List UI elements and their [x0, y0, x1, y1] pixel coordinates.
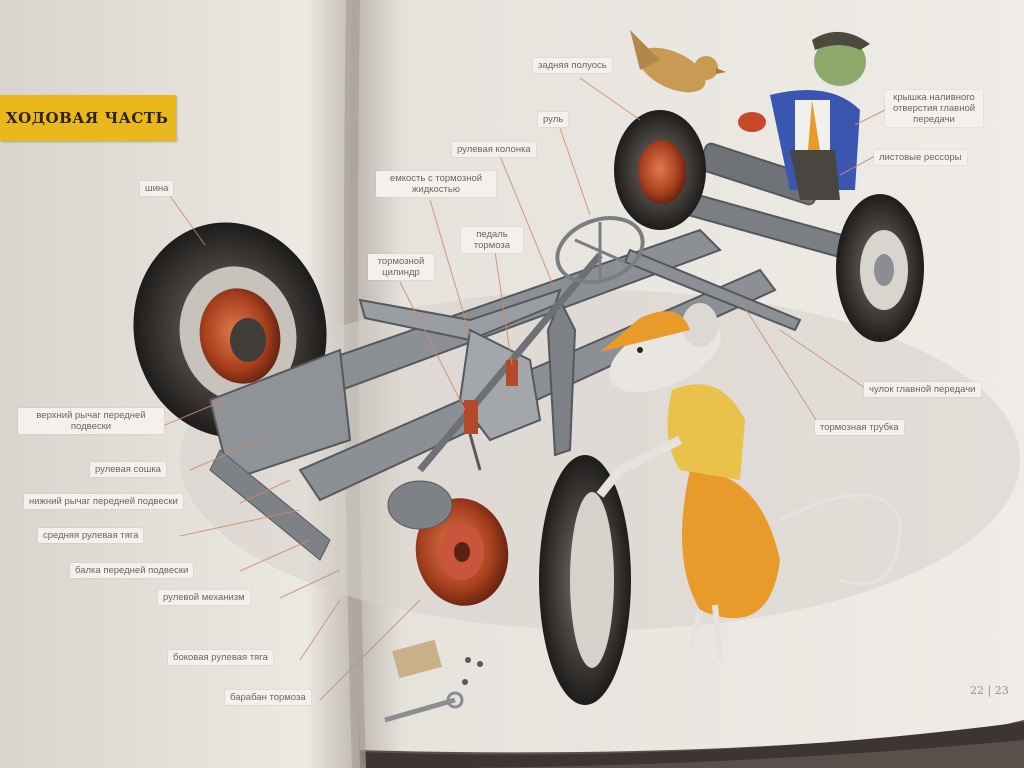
label-leaf-springs: листовые рессоры	[874, 150, 967, 165]
label-brake-tube: тормозная трубка	[815, 420, 904, 435]
label-pitman-arm: рулевая сошка	[90, 462, 166, 477]
brake-drum	[387, 480, 509, 606]
label-final-drive-sleeve: чулок главной передачи	[864, 382, 981, 397]
label-brake-pedal: педаль тормоза	[461, 227, 523, 253]
label-tire: шина	[140, 181, 174, 196]
book-edge	[360, 722, 1024, 768]
label-brake-drum: барабан тормоза	[225, 690, 311, 705]
rear-wheels	[614, 110, 924, 342]
label-steering-column: рулевая колонка	[452, 142, 536, 157]
label-front-beam: балка передней подвески	[70, 563, 194, 578]
label-steering-gear: рулевой механизм	[158, 590, 250, 605]
bird	[630, 30, 726, 93]
ground-shadow	[180, 290, 1020, 630]
label-side-tie-rod: боковая рулевая тяга	[168, 650, 273, 665]
frog-mechanic	[738, 31, 870, 200]
label-brake-cylinder: тормозной цилиндр	[368, 254, 434, 280]
loose-wheel	[539, 455, 631, 705]
label-upper-arm: верхний рычаг передней подвески	[18, 408, 164, 434]
pedal-parts	[464, 360, 518, 471]
label-lower-arm: нижний рычаг передней подвески	[24, 494, 183, 509]
tools	[384, 639, 483, 723]
front-left-wheel	[133, 222, 352, 561]
label-steering-wheel: руль	[538, 112, 569, 127]
leader-lines	[164, 77, 886, 701]
label-center-link: средняя рулевая тяга	[38, 528, 144, 543]
mouse-mechanic	[596, 303, 902, 661]
page-numbers: 22 | 23	[970, 684, 1009, 697]
section-title-banner: ХОДОВАЯ ЧАСТЬ	[0, 95, 176, 141]
label-filler-cap: крышка наливного отверстия главной перед…	[885, 90, 983, 127]
label-rear-axle: задняя полуось	[533, 58, 612, 73]
label-brake-fluid-tank: емкость с тормозной жидкостью	[376, 171, 496, 197]
